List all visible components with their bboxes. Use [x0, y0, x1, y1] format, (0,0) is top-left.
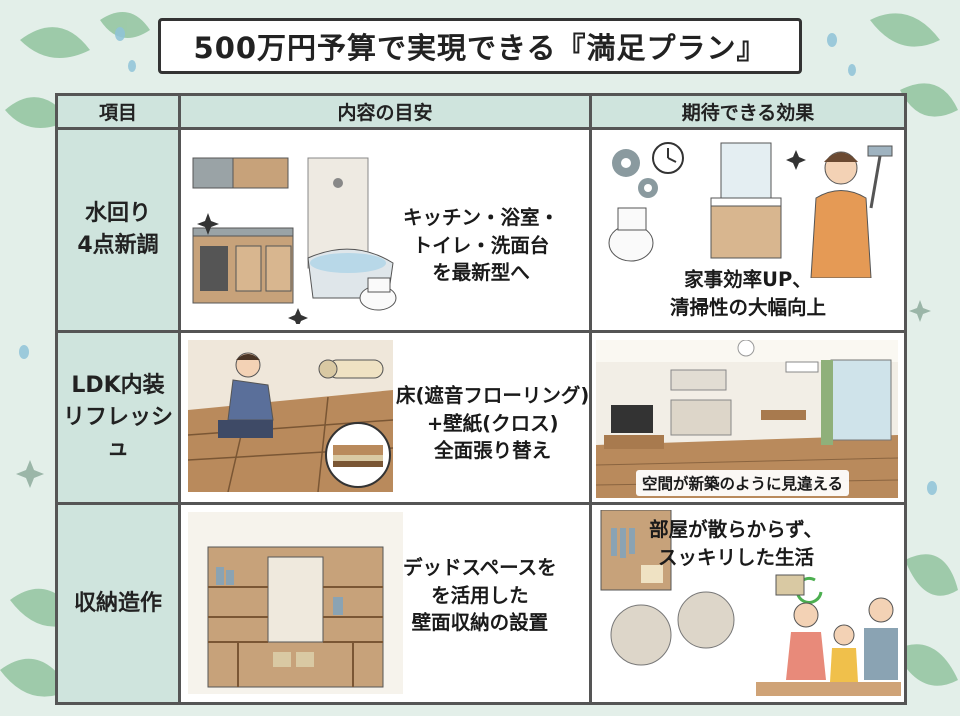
- header-item: 項目: [58, 96, 181, 130]
- row-label-ldk: LDK内装リフレッシュ: [58, 333, 181, 502]
- sparkle-icon: [16, 300, 931, 488]
- row-label-line: 収納造作: [73, 590, 162, 616]
- plan-table: 項目 内容の目安 期待できる効果 水回り 4点新調 LDK内装リフレッシュ 収納造…: [55, 93, 907, 705]
- kitchen-bath-illustration: [192, 157, 397, 324]
- row-label-line: 4点新調: [77, 233, 159, 258]
- recycle-icon: [795, 576, 823, 604]
- row-label-line: 水回り: [84, 201, 151, 227]
- effect-text-storage: 部屋が散らからず、 スッキリした生活: [649, 516, 823, 571]
- gear-icon: [612, 149, 658, 198]
- water-drop-icon: [19, 27, 937, 495]
- row-divider: [58, 330, 904, 333]
- content-line: を最新型へ: [432, 261, 530, 285]
- row-label-storage: 収納造作: [58, 505, 181, 702]
- tidy-life-illustration: [600, 510, 901, 696]
- efficiency-illustration: [608, 142, 893, 278]
- row-label-line: リフレッシュ: [62, 404, 173, 462]
- content-line: デッドスペースを: [403, 556, 557, 579]
- effect-caption-ldk: 空間が新築のように見違える: [636, 470, 850, 496]
- effect-text-water: 家事効率UP、 清掃性の大幅向上: [670, 266, 826, 321]
- roll-icon: [318, 359, 384, 379]
- sparkle-icon: [288, 308, 308, 324]
- clock-icon: [652, 142, 684, 174]
- flooring-illustration: [188, 340, 393, 492]
- family-icon: [786, 597, 898, 682]
- column-divider: [589, 96, 592, 702]
- content-text-ldk: 床(遮音フローリング) +壁紙(クロス) 全面張り替え: [396, 382, 589, 465]
- row-label-line: LDK内装: [71, 372, 165, 398]
- row-label-water: 水回り 4点新調: [58, 130, 181, 330]
- content-line: キッチン・浴室・: [403, 206, 560, 229]
- effect-line: スッキリした生活: [657, 545, 814, 569]
- effect-line: 部屋が散らからず、: [649, 518, 823, 541]
- content-line: +壁紙(クロス): [426, 411, 559, 435]
- content-text-storage: デッドスペースを を活用した 壁面収納の設置: [403, 554, 557, 637]
- content-text-water: キッチン・浴室・ トイレ・洗面台 を最新型へ: [403, 204, 559, 287]
- header-effect: 期待できる効果: [592, 96, 904, 130]
- effect-line: 家事効率UP、: [684, 268, 812, 291]
- content-line: 床(遮音フローリング): [396, 384, 590, 407]
- header-content: 内容の目安: [181, 96, 592, 130]
- page-title: 500万円予算で実現できる『満足プラン』: [158, 18, 802, 74]
- woman-cleaning-icon: [810, 145, 893, 278]
- content-line: トイレ・洗面台: [412, 233, 550, 257]
- content-line: 全面張り替え: [434, 439, 552, 463]
- sparkle-icon: [786, 150, 806, 170]
- sparkle-icon: [197, 213, 219, 235]
- wall-storage-illustration: [188, 512, 403, 694]
- effect-line: 清掃性の大幅向上: [669, 295, 827, 319]
- leaf-icon: [0, 12, 958, 697]
- worker-icon: [218, 352, 274, 438]
- items-icon: [610, 591, 735, 666]
- content-line: を活用した: [431, 583, 529, 607]
- content-line: 壁面収納の設置: [411, 611, 549, 635]
- row-divider: [58, 502, 904, 505]
